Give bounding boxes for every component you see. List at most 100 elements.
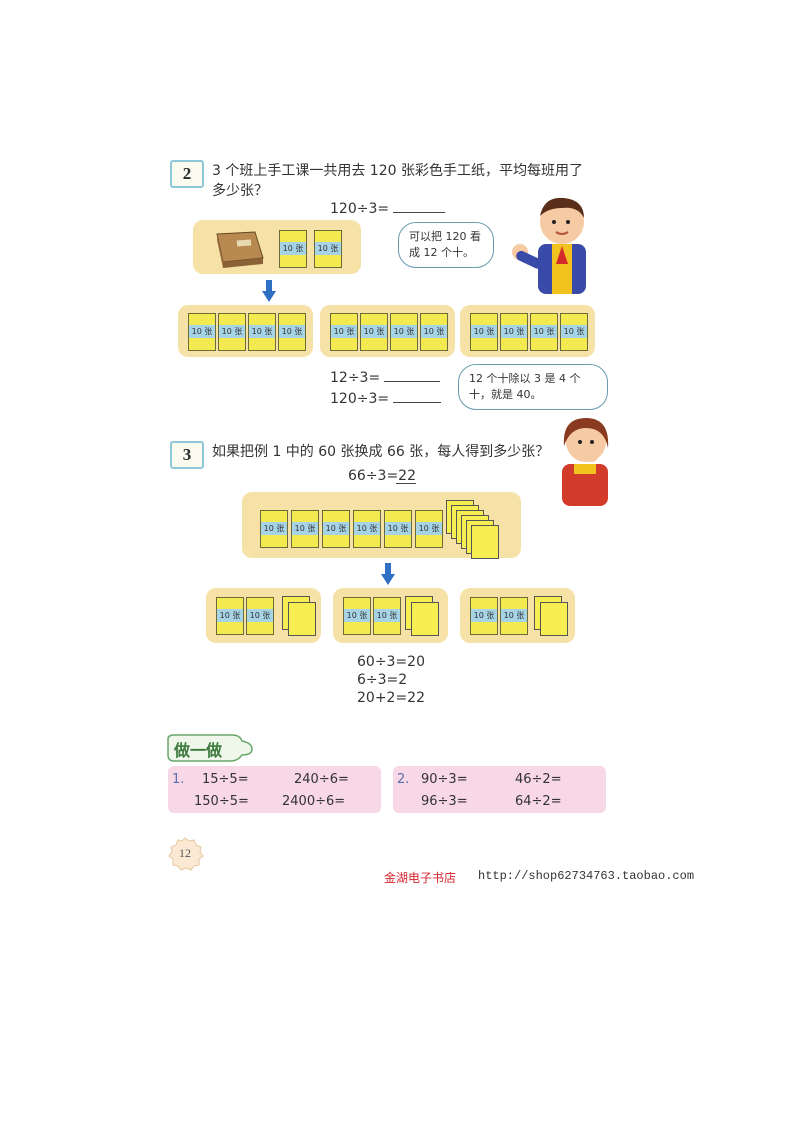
card-label: 10 张 xyxy=(471,609,497,622)
answer-underline xyxy=(396,483,416,484)
equation-text: 12÷3= xyxy=(330,370,381,386)
boy-illustration xyxy=(512,197,586,294)
practice-index: 2. xyxy=(397,772,410,787)
page-number: 12 xyxy=(179,846,191,860)
ten-sheet-card: 10 张 xyxy=(373,597,401,635)
speech-bubble-bottom: 12 个十除以 3 是 4 个十，就是 40。 xyxy=(458,364,608,410)
ten-sheet-card: 10 张 xyxy=(500,313,528,351)
group-panel: 10 张 10 张 xyxy=(333,588,448,643)
ten-sheet-card: 10 张 xyxy=(260,510,288,548)
loose-sheet xyxy=(540,602,568,636)
card-label: 10 张 xyxy=(385,522,411,535)
store-url: http://shop62734763.taobao.com xyxy=(478,869,695,883)
ten-sheet-card: 10 张 xyxy=(360,313,388,351)
example2-equation-top: 120÷3= xyxy=(330,200,446,217)
loose-sheet xyxy=(471,525,499,559)
loose-sheet xyxy=(411,602,439,636)
card-label: 10 张 xyxy=(323,522,349,535)
card-label: 10 张 xyxy=(391,325,417,338)
girl-illustration xyxy=(562,418,609,506)
card-label: 10 张 xyxy=(354,522,380,535)
ten-sheet-card: 10 张 xyxy=(246,597,274,635)
ten-sheet-card: 10 张 xyxy=(470,313,498,351)
card-label: 10 张 xyxy=(374,609,400,622)
answer-blank xyxy=(393,200,446,213)
ten-sheet-card: 10 张 xyxy=(390,313,418,351)
practice-index: 1. xyxy=(172,772,185,787)
ten-sheet-card: 10 张 xyxy=(218,313,246,351)
big-panel: 10 张 10 张 10 张 10 张 10 张 10 张 xyxy=(242,492,521,559)
ten-sheet-card: 10 张 xyxy=(314,230,342,268)
practice-problem: 15÷5= xyxy=(202,772,249,787)
page-number-badge xyxy=(168,837,204,871)
card-label: 10 张 xyxy=(247,609,273,622)
practice-problem: 46÷2= xyxy=(515,772,562,787)
card-label: 10 张 xyxy=(189,325,215,338)
answer-blank xyxy=(384,369,441,382)
practice-problem: 240÷6= xyxy=(294,772,349,787)
example2-question: 3 个班上手工课一共用去 120 张彩色手工纸，平均每班用了 多少张？ xyxy=(212,161,612,201)
step-line: 60÷3=20 xyxy=(357,654,425,670)
card-label: 10 张 xyxy=(249,325,275,338)
ten-sheet-card: 10 张 xyxy=(343,597,371,635)
ten-sheet-card: 10 张 xyxy=(216,597,244,635)
ten-sheet-card: 10 张 xyxy=(500,597,528,635)
ten-sheet-card: 10 张 xyxy=(291,510,319,548)
down-arrow-icon xyxy=(262,280,276,302)
practice-problem: 64÷2= xyxy=(515,794,562,809)
speech-bubble-top: 可以把 120 看成 12 个十。 xyxy=(398,222,494,268)
answer-blank xyxy=(393,390,442,403)
practice-problem: 2400÷6= xyxy=(282,794,346,809)
card-label: 10 张 xyxy=(531,325,557,338)
card-label: 10 张 xyxy=(501,325,527,338)
group-panel: 10 张 10 张 10 张 10 张 xyxy=(320,305,455,357)
card-label: 10 张 xyxy=(279,325,305,338)
ten-sheet-card: 10 张 xyxy=(188,313,216,351)
group-panel: 10 张 10 张 xyxy=(460,588,575,643)
card-label: 10 张 xyxy=(331,325,357,338)
card-label: 10 张 xyxy=(344,609,370,622)
ten-sheet-card: 10 张 xyxy=(248,313,276,351)
practice-title: 做一做 xyxy=(174,741,223,760)
ten-sheet-card: 10 张 xyxy=(560,313,588,351)
card-label: 10 张 xyxy=(561,325,587,338)
group-panel: 10 张 10 张 10 张 10 张 xyxy=(178,305,313,357)
card-label: 10 张 xyxy=(361,325,387,338)
store-name: 金湖电子书店 xyxy=(384,871,457,885)
group-panel: 10 张 10 张 xyxy=(206,588,321,643)
card-label: 10 张 xyxy=(501,609,527,622)
example2-question-line2: 多少张？ xyxy=(212,183,268,199)
example3-equation-top: 66÷3=22 xyxy=(348,468,416,484)
top-panel: 10 张 10 张 xyxy=(193,220,361,274)
ten-sheet-card: 10 张 xyxy=(415,510,443,548)
ten-sheet-card: 10 张 xyxy=(330,313,358,351)
practice-group-1: 1. 15÷5= 240÷6= 150÷5= 2400÷6= xyxy=(168,766,381,813)
example2-equation-b: 120÷3= xyxy=(330,390,442,407)
equation-text: 120÷3= xyxy=(330,201,390,217)
down-arrow-icon xyxy=(381,563,395,585)
example-number-badge: 2 xyxy=(170,160,204,188)
example-number-badge: 3 xyxy=(170,441,204,469)
step-line: 20+2=22 xyxy=(357,690,425,706)
ten-sheet-card: 10 张 xyxy=(353,510,381,548)
ten-sheet-card: 10 张 xyxy=(279,230,307,268)
card-label: 10 张 xyxy=(261,522,287,535)
ten-sheet-card: 10 张 xyxy=(530,313,558,351)
card-label: 10 张 xyxy=(416,522,442,535)
ten-sheet-card: 10 张 xyxy=(420,313,448,351)
ten-sheet-card: 10 张 xyxy=(278,313,306,351)
example3-question: 如果把例 1 中的 60 张换成 66 张，每人得到多少张？ xyxy=(212,444,550,460)
example2-question-line1: 3 个班上手工课一共用去 120 张彩色手工纸，平均每班用了 xyxy=(212,163,583,179)
loose-sheet xyxy=(288,602,316,636)
card-label: 10 张 xyxy=(315,242,341,255)
practice-problem: 90÷3= xyxy=(421,772,468,787)
card-label: 10 张 xyxy=(292,522,318,535)
ten-sheet-card: 10 张 xyxy=(384,510,412,548)
card-label: 10 张 xyxy=(219,325,245,338)
card-label: 10 张 xyxy=(217,609,243,622)
ten-sheet-card: 10 张 xyxy=(322,510,350,548)
step-line: 6÷3=2 xyxy=(357,672,408,688)
card-label: 10 张 xyxy=(471,325,497,338)
practice-group-2: 2. 90÷3= 46÷2= 96÷3= 64÷2= xyxy=(393,766,606,813)
card-label: 10 张 xyxy=(421,325,447,338)
